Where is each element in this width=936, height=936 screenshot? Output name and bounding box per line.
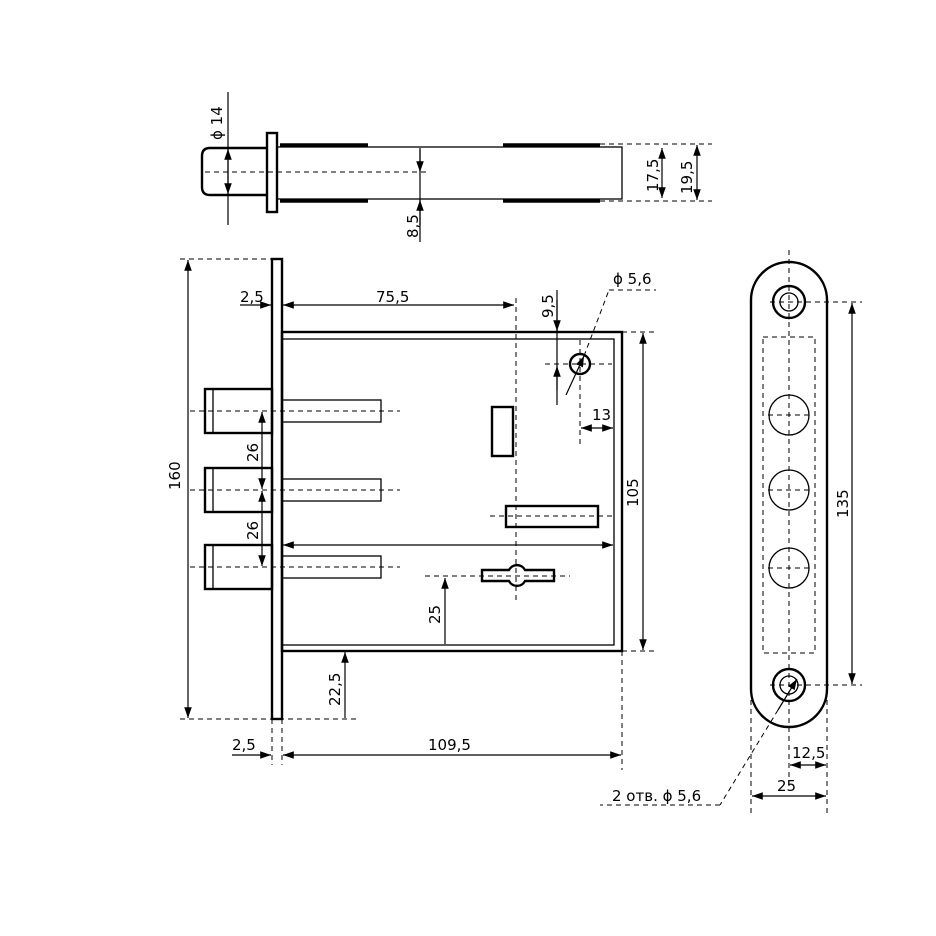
dim-25: 25 [426,605,444,624]
dim-25-side: 25 [777,777,796,795]
bolts [190,387,400,591]
latch-slot [490,405,515,458]
dim-26-a: 26 [244,443,262,462]
front-view-lock: 160 2,5 75,5 9,5 ϕ 5,6 13 105 26 26 25 2… [166,257,656,770]
dim-26-b: 26 [244,521,262,540]
dim-2-5-top: 2,5 [240,288,264,306]
dim-phi5-6: ϕ 5,6 [613,270,652,288]
faceplate [270,257,284,721]
dim-19-5: 19,5 [678,161,696,194]
dim-17-5: 17,5 [644,159,662,192]
lock-case-inner [281,338,615,646]
hidden-recess [762,336,816,654]
keyhole [480,563,556,588]
dim-12-5: 12,5 [792,744,825,762]
dim-135: 135 [834,489,852,518]
dim-109-5: 109,5 [428,736,471,754]
holes-note: 2 отв. ϕ 5,6 [612,787,701,805]
dim-75-5: 75,5 [376,288,409,306]
dim-phi14: ϕ 14 [208,106,226,140]
dim-105: 105 [624,478,642,507]
dim-2-5-bottom: 2,5 [232,736,256,754]
dim-9-5: 9,5 [539,294,557,318]
dim-13: 13 [592,406,611,424]
dim-160: 160 [166,461,184,490]
dim-22-5: 22,5 [326,673,344,706]
top-view-bolt: ϕ 14 8,5 17,5 19,5 [200,92,712,242]
lock-case [280,330,624,653]
bolt-body [276,146,623,200]
bolt-tip [200,146,267,197]
dim-8-5: 8,5 [404,214,422,238]
side-view-strike-plate: 135 12,5 25 2 отв. ϕ 5,6 [600,250,862,815]
